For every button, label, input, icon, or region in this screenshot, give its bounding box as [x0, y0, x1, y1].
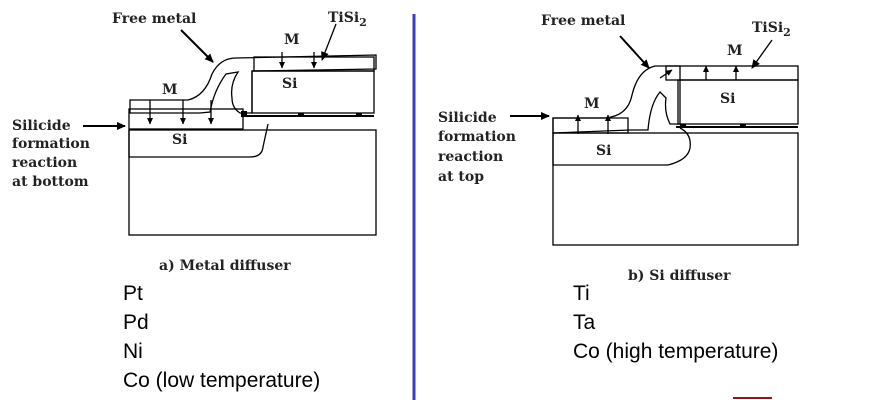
right-side-line-2: formation [438, 129, 516, 145]
right-side-line-4: at top [438, 169, 484, 185]
left-metal-item: Ni [123, 340, 143, 363]
right-lower-si-region [552, 127, 691, 166]
right-free-metal-pointer [619, 35, 650, 69]
right-m-upper: M [727, 43, 743, 59]
right-si-upper: Si [720, 91, 735, 107]
right-metal-item: Ta [573, 311, 596, 334]
right-tisi2-pointer [751, 39, 773, 69]
left-caption: a) Metal diffuser [159, 258, 291, 274]
right-tisi2-label: TiSi2 [752, 20, 791, 39]
left-m-lower: M [162, 82, 178, 98]
left-lower-silicide [128, 108, 244, 130]
right-diagram: Free metal TiSi2 M M Si Si Silicide form… [438, 13, 799, 363]
right-metal-item: Co (high temperature) [573, 340, 778, 363]
left-si-lower: Si [172, 132, 187, 148]
left-free-metal-pointer [180, 29, 214, 63]
left-metal-item: Co (low temperature) [123, 369, 320, 392]
left-si-upper: Si [282, 76, 297, 92]
right-diffusion-arrow [659, 69, 673, 79]
right-substrate [552, 132, 799, 246]
left-free-metal-label: Free metal [112, 11, 196, 27]
right-metal-item: Ti [573, 282, 590, 305]
right-m-lower: M [584, 96, 600, 112]
left-contact-mark [298, 113, 304, 117]
right-caption: b) Si diffuser [628, 268, 731, 284]
left-m-upper: M [284, 32, 300, 48]
left-upper-si-block [251, 70, 375, 114]
left-tisi2-label: TiSi2 [328, 10, 367, 29]
left-metal-item: Pt [123, 282, 143, 305]
left-tisi2-pointer [321, 23, 337, 61]
left-contact-mark [356, 113, 362, 117]
left-diagram: Free metal TiSi2 M M Si Si Silicide form… [12, 10, 377, 392]
right-upper-silicide [665, 65, 799, 81]
left-side-line-4: at bottom [12, 174, 89, 190]
left-side-line-2: formation [12, 136, 90, 152]
left-substrate [128, 129, 377, 236]
left-lower-si-region [128, 123, 269, 158]
right-free-metal [552, 65, 681, 134]
left-contact-square [241, 111, 247, 117]
left-side-line-3: reaction [12, 155, 77, 171]
right-free-metal-label: Free metal [541, 13, 625, 29]
right-lower-silicide [552, 117, 629, 134]
right-upper-si-block [677, 79, 799, 125]
right-side-line-3: reaction [438, 149, 503, 165]
right-contact-mark [680, 124, 686, 128]
right-contact-mark [740, 124, 746, 128]
right-si-lower: Si [596, 143, 611, 159]
left-side-line-1: Silicide [12, 118, 71, 134]
left-metal-item: Pd [123, 311, 149, 334]
right-side-line-1: Silicide [438, 110, 497, 126]
